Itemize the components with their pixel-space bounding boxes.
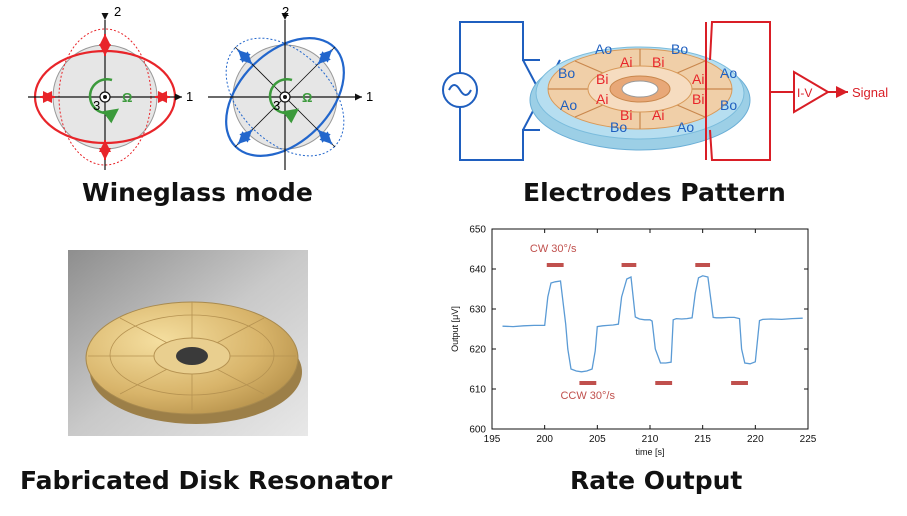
x-tick-label: 220: [747, 434, 764, 445]
plot-frame: [491, 228, 809, 430]
electrode-label: Ai: [596, 91, 608, 107]
y-tick-label: 610: [469, 385, 486, 396]
disk: [529, 46, 751, 151]
sense-circuit: [705, 21, 794, 161]
axis-2-label-right: 2: [282, 4, 289, 19]
axis-1-label-right: 1: [366, 89, 373, 104]
electrode-label: Ao: [677, 119, 694, 135]
electrode-label: Bi: [596, 71, 608, 87]
wineglass-left: 2 1 3 Ω: [28, 4, 193, 170]
axis-1-label: 1: [186, 89, 193, 104]
electrode-label: Bi: [692, 91, 704, 107]
y-tick-label: 620: [469, 345, 486, 356]
electrode-label: Bo: [720, 97, 737, 113]
cw-label: CW 30°/s: [530, 243, 577, 255]
y-axis-label: Output [μV]: [450, 306, 460, 352]
axis-2-label: 2: [114, 4, 121, 19]
x-tick-label: 225: [800, 434, 817, 445]
wineglass-right: 2 1 3 Ω: [208, 4, 373, 170]
ccw-label: CCW 30°/s: [560, 390, 615, 402]
resonator-photo: [68, 250, 308, 436]
electrode-label: Ai: [652, 107, 664, 123]
electrode-label: Bo: [671, 41, 688, 57]
x-tick-label: 195: [484, 434, 501, 445]
electrode-label: Ai: [620, 54, 632, 70]
signal-label: Signal: [852, 85, 888, 100]
electrode-labels: Ao Bo Bo Ao Ao Ao Bo Bo Ai Bi Bi Ai Ai B…: [558, 41, 737, 135]
electrode-label: Bo: [558, 65, 575, 81]
y-tick-label: 600: [469, 425, 486, 436]
x-tick-label: 215: [694, 434, 711, 445]
omega-label: Ω: [122, 90, 132, 105]
fabricated-caption: Fabricated Disk Resonator: [20, 466, 393, 495]
x-tick-label: 210: [642, 434, 659, 445]
rate-caption: Rate Output: [570, 466, 743, 495]
electrode-label: Bi: [652, 54, 664, 70]
iv-label: I-V: [797, 86, 812, 100]
electrode-label: Ao: [595, 41, 612, 57]
electrodes-diagram: Ao Bo Bo Ao Ao Ao Bo Bo Ai Bi Bi Ai Ai B…: [442, 21, 888, 161]
wineglass-panel: 2 1 3 Ω 2 1 3 Ω: [0, 0, 440, 180]
x-tick-label: 205: [589, 434, 606, 445]
electrodes-caption: Electrodes Pattern: [523, 178, 786, 207]
omega-label-right: Ω: [302, 90, 312, 105]
electrode-label: Ao: [720, 65, 737, 81]
electrode-label: Bi: [620, 107, 632, 123]
y-tick-label: 640: [469, 265, 486, 276]
output-trace: [502, 275, 803, 373]
electrodes-panel: Ao Bo Bo Ao Ao Ao Bo Bo Ai Bi Bi Ai Ai B…: [430, 0, 907, 180]
y-tick-label: 630: [469, 305, 486, 316]
axis-3-label-right: 3: [273, 98, 280, 113]
iv-amplifier-icon: [793, 70, 830, 114]
x-tick-label: 200: [536, 434, 553, 445]
y-tick-label: 650: [469, 225, 486, 236]
x-axis-label: time [s]: [635, 447, 664, 457]
electrode-label: Ai: [692, 71, 704, 87]
electrode-label: Bo: [610, 119, 627, 135]
electrode-label: Ao: [560, 97, 577, 113]
axis-3-label: 3: [93, 98, 100, 113]
wineglass-caption: Wineglass mode: [82, 178, 313, 207]
wineglass-diagram: 2 1 3 Ω 2 1 3 Ω: [28, 4, 373, 170]
